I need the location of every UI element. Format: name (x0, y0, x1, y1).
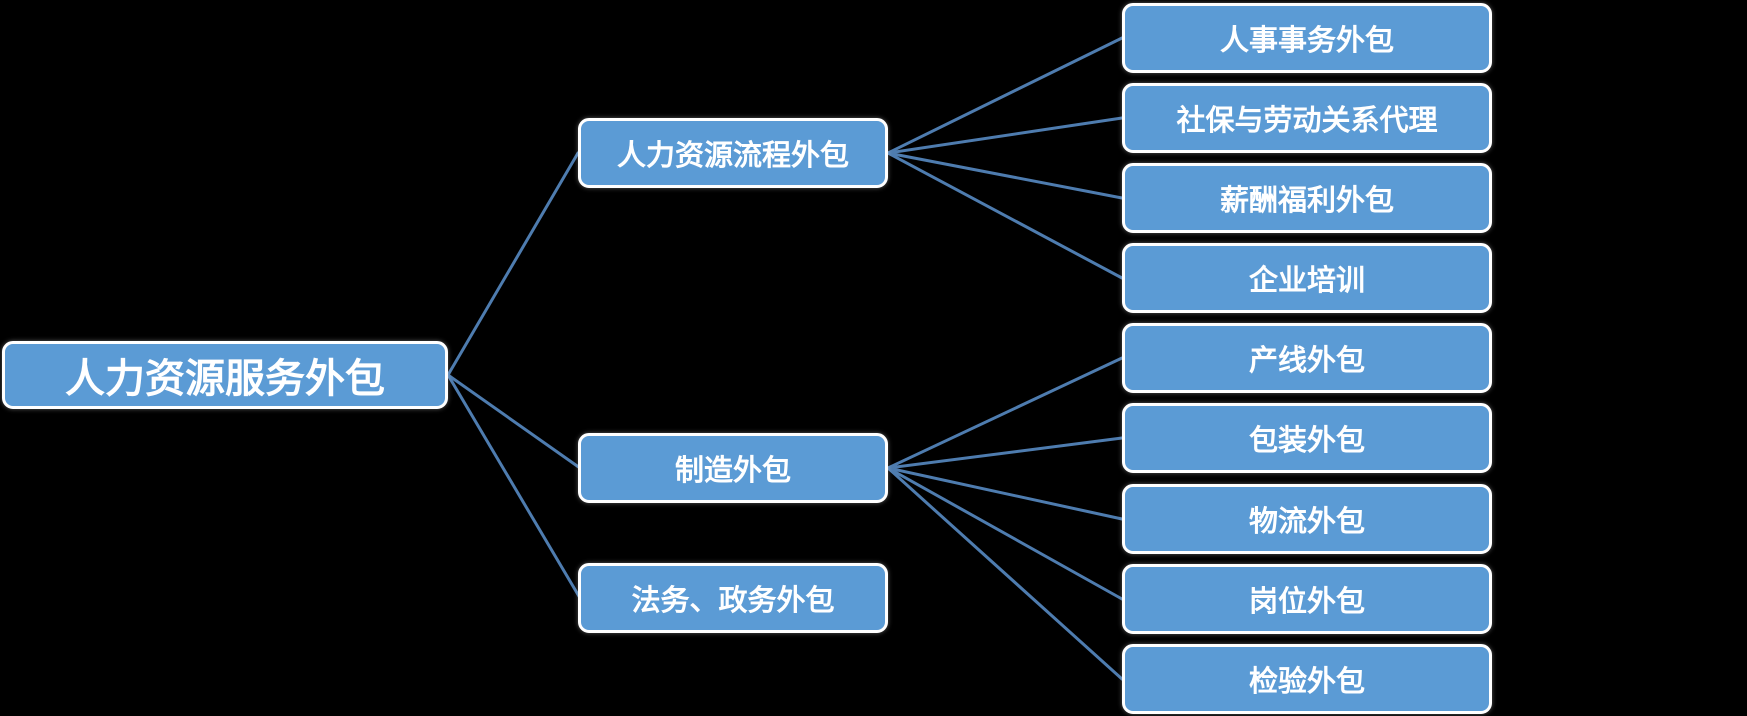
node-leaf-production-line-outsourcing: 产线外包 (1122, 323, 1492, 393)
node-root-hr-service-outsourcing: 人力资源服务外包 (2, 341, 448, 409)
node-root-label: 人力资源服务外包 (65, 357, 385, 401)
node-leaf-packaging-outsourcing: 包装外包 (1122, 403, 1492, 473)
connector-hrprocess-to-social-security (886, 116, 1124, 155)
node-leaf-position-outsourcing: 岗位外包 (1122, 564, 1492, 634)
node-leaf-personnel-affairs-outsourcing: 人事事务外包 (1122, 3, 1492, 73)
connector-manufacturing-to-production-line (886, 356, 1124, 470)
node-leaf-corporate-training: 企业培训 (1122, 243, 1492, 313)
connector-hrprocess-to-personnel-affairs (886, 36, 1124, 155)
node-leaf-label: 检验外包 (1248, 666, 1365, 698)
connector-manufacturing-to-inspection (886, 466, 1124, 681)
connector-root-to-manufacturing (446, 373, 582, 470)
node-branch-manufacturing-outsourcing: 制造外包 (578, 433, 888, 503)
node-leaf-label: 产线外包 (1248, 345, 1365, 377)
connector-manufacturing-to-position (886, 466, 1124, 601)
connector-manufacturing-to-logistics (886, 466, 1124, 521)
node-branch-label: 法务、政务外包 (631, 585, 835, 617)
node-leaf-label: 薪酬福利外包 (1219, 185, 1394, 217)
connector-root-to-hr-process (446, 151, 580, 377)
connector-hrprocess-to-training (886, 151, 1124, 280)
node-leaf-payroll-benefits-outsourcing: 薪酬福利外包 (1122, 163, 1492, 233)
connector-manufacturing-to-packaging (886, 436, 1124, 470)
node-leaf-social-security-labor-agency: 社保与劳动关系代理 (1122, 83, 1492, 153)
node-branch-hr-process-outsourcing: 人力资源流程外包 (578, 118, 888, 188)
node-leaf-label: 物流外包 (1248, 506, 1365, 538)
node-leaf-logistics-outsourcing: 物流外包 (1122, 484, 1492, 554)
node-leaf-label: 企业培训 (1248, 265, 1365, 297)
node-leaf-label: 人事事务外包 (1219, 25, 1394, 57)
node-branch-legal-government-outsourcing: 法务、政务外包 (578, 563, 888, 633)
node-branch-label: 人力资源流程外包 (616, 140, 849, 172)
node-leaf-label: 岗位外包 (1248, 586, 1365, 618)
node-leaf-label: 包装外包 (1248, 425, 1365, 457)
node-branch-label: 制造外包 (674, 455, 791, 487)
connector-root-to-legal (446, 373, 582, 600)
node-leaf-label: 社保与劳动关系代理 (1176, 105, 1438, 137)
connector-hrprocess-to-payroll-benefits (886, 151, 1124, 200)
node-leaf-inspection-outsourcing: 检验外包 (1122, 644, 1492, 714)
